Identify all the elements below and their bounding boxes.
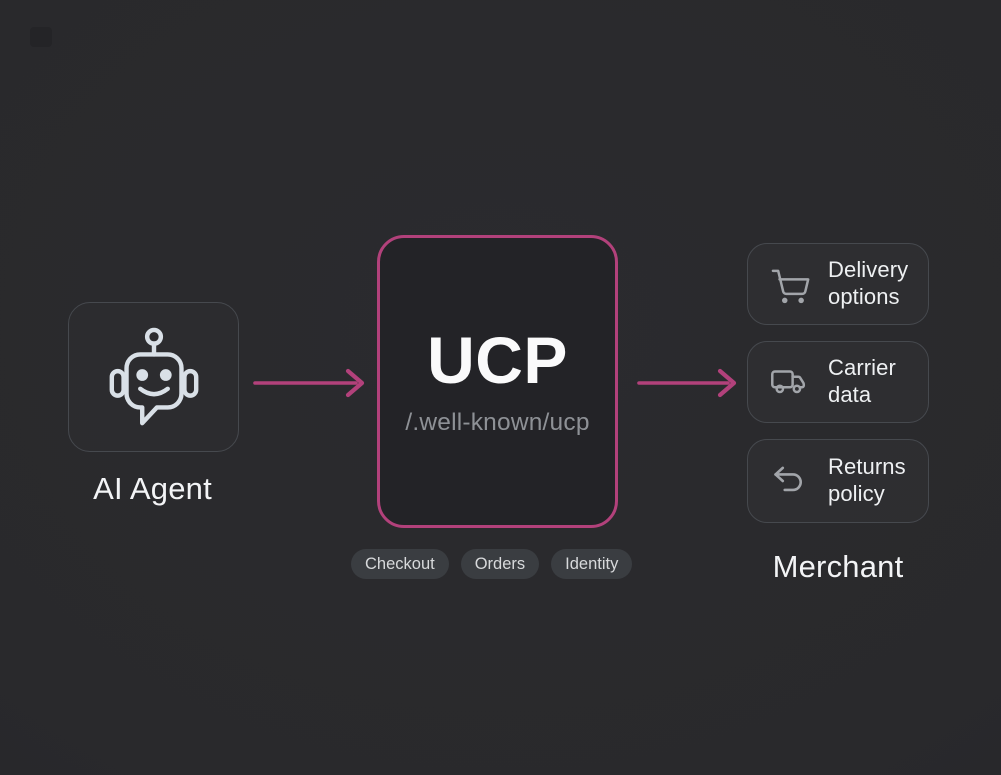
robot-icon [109, 327, 198, 426]
capability-chips: Checkout Orders Identity [351, 549, 633, 579]
merchant-label: Merchant [772, 549, 904, 584]
faint-square-artifact [30, 27, 52, 47]
delivery-options-label: Delivery options [828, 257, 909, 309]
chip-checkout: Checkout [351, 549, 449, 579]
shopping-cart-icon [771, 269, 810, 304]
ucp-endpoint-path: /.well-known/ucp [405, 408, 590, 436]
carrier-data-label: Carrier data [828, 355, 896, 407]
returns-policy-card: Returns policy [747, 439, 929, 523]
arrow-agent-to-ucp [253, 368, 365, 398]
delivery-options-card: Delivery options [747, 243, 929, 325]
ai-agent-box [68, 302, 239, 452]
chip-orders: Orders [460, 549, 540, 579]
carrier-data-card: Carrier data [747, 341, 929, 423]
ucp-box: UCP /.well-known/ucp [377, 235, 618, 528]
truck-icon [771, 370, 806, 394]
returns-policy-label: Returns policy [828, 454, 906, 506]
ucp-title: UCP [427, 322, 568, 397]
ai-agent-label: AI Agent [93, 471, 212, 506]
chip-identity: Identity [551, 549, 633, 579]
arrow-ucp-to-merchant [637, 368, 737, 398]
return-arrow-icon [774, 466, 802, 492]
